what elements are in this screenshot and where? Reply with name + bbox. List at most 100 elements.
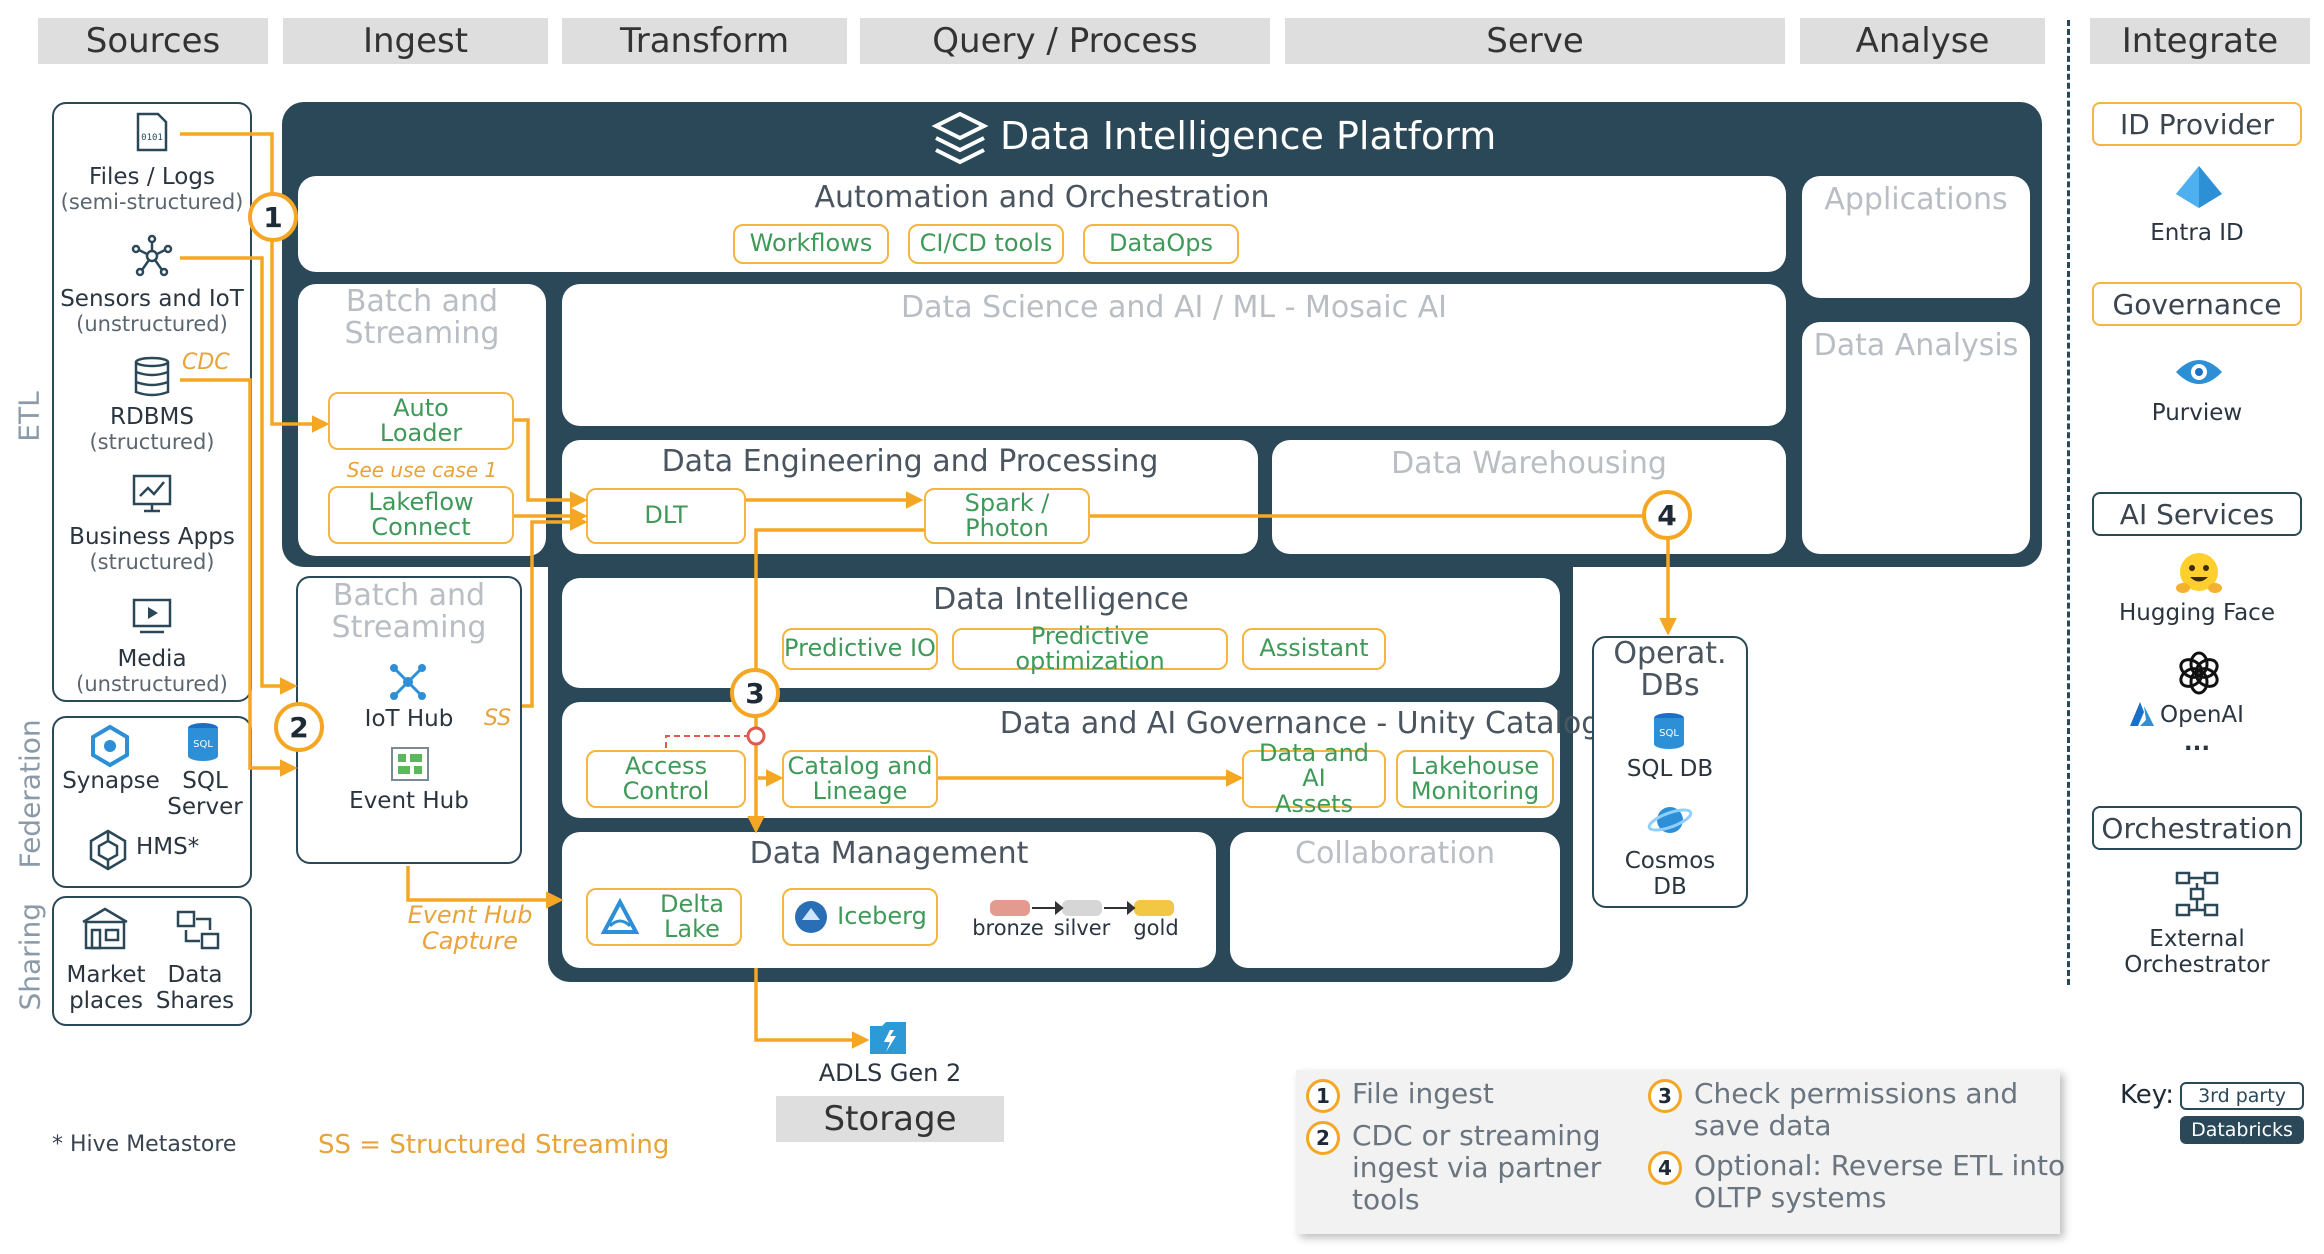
chip-predictive-optimization: Predictive optimization	[952, 623, 1228, 674]
applications-box	[1802, 176, 2030, 298]
auto-loader: Auto Loader	[328, 392, 514, 450]
entra-id-label: Entra ID	[2150, 220, 2244, 246]
gold-label: gold	[1133, 916, 1179, 940]
legend-text-2: CDC or streaming ingest via partner tool…	[1352, 1119, 1602, 1217]
rdbms-sub: (structured)	[89, 430, 215, 454]
partner-streaming-box	[296, 576, 522, 864]
hms-icon	[86, 828, 130, 872]
files-logs-label: Files / Logs	[89, 164, 215, 190]
iot-hub-label: IoT Hub	[364, 706, 454, 732]
step-4-badge: 4	[1642, 490, 1692, 540]
cosmos-db-icon	[1646, 798, 1694, 842]
step-1-badge: 1	[248, 192, 298, 242]
header-transform: Transform	[562, 18, 847, 64]
governance-int-box: Governance	[2092, 282, 2302, 326]
header-ingest: Ingest	[283, 18, 548, 64]
step-3-badge: 3	[730, 668, 780, 718]
chip-assistant: Assistant	[1242, 628, 1386, 670]
adls-label: ADLS Gen 2	[818, 1059, 962, 1087]
legend-text-1: File ingest	[1352, 1077, 1494, 1110]
key-label: Key:	[2120, 1080, 2175, 1110]
purview-label: Purview	[2151, 400, 2243, 426]
lakeflow-connect: Lakeflow Connect	[328, 486, 514, 544]
svg-text:0101: 0101	[141, 133, 163, 143]
sensors-sub: (unstructured)	[76, 312, 228, 336]
media-sub: (unstructured)	[76, 672, 228, 696]
storage-label: Storage	[776, 1096, 1004, 1142]
sql-db-label: SQL DB	[1626, 756, 1714, 782]
data-warehousing-box	[1272, 440, 1786, 554]
platform-logo-icon	[930, 108, 990, 172]
entra-id-icon	[2174, 164, 2224, 210]
file-icon: 0101	[134, 112, 170, 152]
chip-workflows: Workflows	[733, 224, 889, 264]
collaboration-title: Collaboration	[1295, 836, 1495, 871]
id-provider-box: ID Provider	[2092, 102, 2302, 146]
files-logs-sub: (semi-structured)	[60, 190, 244, 214]
key-third-party: 3rd party	[2180, 1082, 2304, 1110]
data-analysis-title: Data Analysis	[1813, 328, 2019, 363]
data-engineering-title: Data Engineering and Processing	[661, 444, 1159, 479]
business-apps-icon	[130, 474, 174, 514]
bronze-label: bronze	[972, 916, 1044, 940]
applications-title: Applications	[1824, 182, 2008, 217]
legend-text-3: Check permissions and save data	[1694, 1077, 2019, 1143]
hugging-face-icon	[2174, 550, 2224, 598]
svg-text:SQL: SQL	[1659, 728, 1679, 739]
legend-num-3: 3	[1648, 1079, 1682, 1113]
event-hub-label: Event Hub	[349, 788, 469, 814]
media-icon	[130, 596, 174, 636]
business-apps-label: Business Apps	[69, 524, 235, 550]
catalog-lineage-chip: Catalog and Lineage	[782, 750, 938, 808]
step-2-badge: 2	[274, 702, 324, 752]
chip-predictive-io: Predictive IO	[782, 628, 938, 670]
key-databricks: Databricks	[2180, 1116, 2304, 1144]
batch-streaming-title: Batch and Streaming	[344, 284, 500, 351]
external-orchestrator-icon	[2174, 870, 2220, 918]
operational-dbs-title: Operat. DBs	[1613, 636, 1727, 703]
data-science-title: Data Science and AI / ML - Mosaic AI	[900, 290, 1447, 325]
rdbms-label: RDBMS	[110, 404, 194, 430]
openai-icon	[2176, 650, 2222, 696]
purview-icon	[2174, 354, 2224, 390]
legend-num-1: 1	[1306, 1079, 1340, 1113]
hugging-face-label: Hugging Face	[2119, 600, 2275, 626]
marketplace-icon	[80, 906, 130, 950]
silver-label: silver	[1053, 916, 1111, 940]
header-integrate: Integrate	[2090, 18, 2310, 64]
hms-label: HMS*	[136, 834, 200, 860]
spark-photon-chip: Spark / Photon	[924, 488, 1090, 544]
operational-dbs-box	[1592, 636, 1748, 908]
rdbms-icon	[132, 356, 172, 398]
synapse-label: Synapse	[62, 768, 160, 794]
legend-num-4: 4	[1648, 1151, 1682, 1185]
medallion-icon	[988, 896, 1178, 920]
data-shares-icon	[174, 908, 222, 952]
header-query: Query / Process	[860, 18, 1270, 64]
azure-icon	[2128, 700, 2156, 728]
header-sources: Sources	[38, 18, 268, 64]
data-intelligence-title: Data Intelligence	[933, 582, 1189, 617]
data-science-box	[562, 284, 1786, 426]
data-shares-label: Data Shares	[155, 962, 235, 1015]
integrate-separator	[2067, 20, 2070, 985]
chip-cicd: CI/CD tools	[908, 224, 1064, 264]
legend-text-4: Optional: Reverse ETL into OLTP systems	[1694, 1149, 2066, 1215]
header-analyse: Analyse	[1800, 18, 2045, 64]
delta-lake-icon	[600, 897, 640, 938]
sql-server-label: SQL Server	[167, 768, 243, 821]
footnote-ss: SS = Structured Streaming	[318, 1130, 670, 1160]
access-control-chip: Access Control	[586, 750, 746, 808]
synapse-icon	[88, 724, 132, 768]
sql-db-icon: SQL	[1652, 712, 1686, 750]
iot-hub-icon	[388, 662, 428, 702]
data-warehousing-title: Data Warehousing	[1391, 446, 1667, 481]
more-services-label: ...	[2183, 730, 2211, 756]
cdc-label: CDC	[182, 350, 230, 375]
ss-label: SS	[484, 706, 512, 731]
legend-num-2: 2	[1306, 1121, 1340, 1155]
see-use-case: See use case 1	[346, 458, 498, 482]
sql-server-icon: SQL	[186, 722, 220, 762]
platform-title: Data Intelligence Platform	[1000, 114, 1497, 158]
